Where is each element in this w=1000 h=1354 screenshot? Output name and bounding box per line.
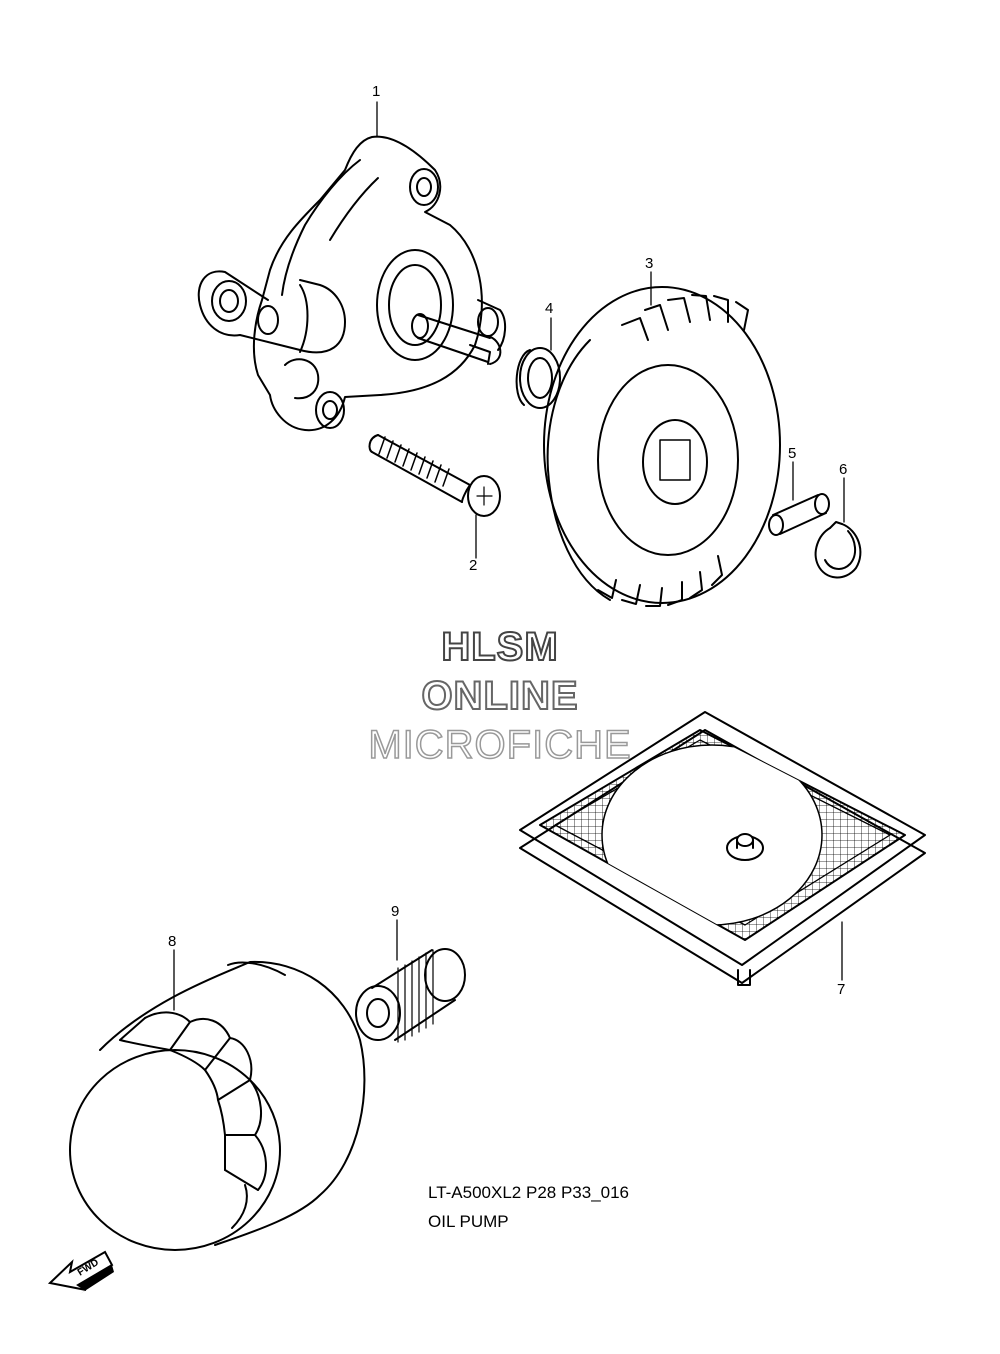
leader-lines — [173, 101, 845, 1011]
callout-2: 2 — [469, 557, 478, 574]
section-title: OIL PUMP — [428, 1212, 509, 1231]
pump-driven-gear — [543, 286, 781, 607]
oil-filter — [69, 960, 366, 1251]
filter-union — [355, 948, 466, 1043]
callout-3: 3 — [645, 255, 654, 272]
gear-pin — [768, 493, 830, 536]
circlip — [814, 521, 862, 579]
callout-6: 6 — [839, 461, 848, 478]
callout-1: 1 — [372, 83, 381, 100]
model-code-caption: LT-A500XL2 P28 P33_016 — [428, 1183, 630, 1202]
pump-screw — [368, 434, 501, 517]
callout-8: 8 — [168, 933, 177, 950]
washer — [515, 347, 561, 409]
watermark-line-1: HLSM — [440, 625, 559, 669]
callout-4: 4 — [545, 300, 554, 317]
watermark-line-3: MICROFICHE — [368, 723, 632, 767]
callout-7: 7 — [837, 981, 846, 998]
callout-5: 5 — [788, 445, 797, 462]
oil-strainer — [519, 711, 926, 986]
oil-pump-body — [197, 135, 506, 432]
fwd-arrow-icon — [47, 1250, 114, 1294]
callout-9: 9 — [391, 903, 400, 920]
watermark-line-2: ONLINE — [420, 674, 579, 718]
